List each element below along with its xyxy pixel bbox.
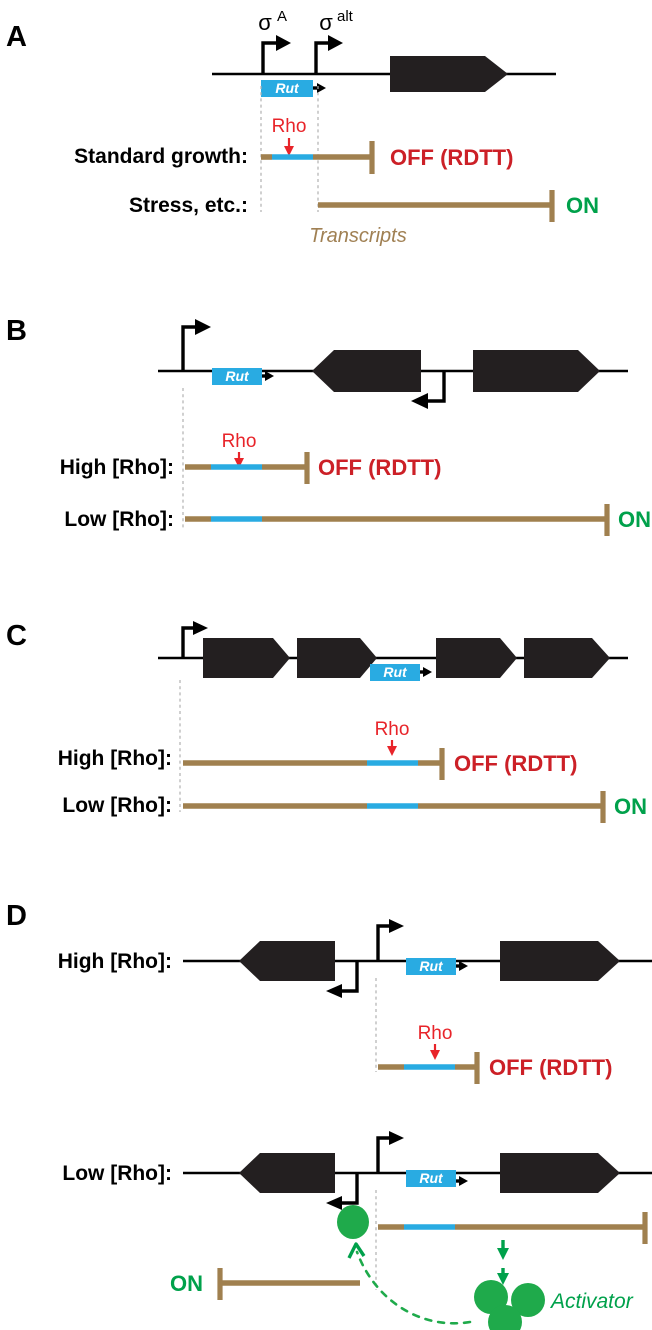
row-label-c-low-rho: Low [Rho]: xyxy=(62,794,172,817)
rut-label-d-high: Rut xyxy=(419,958,444,974)
sigma-alt-superscript: alt xyxy=(337,8,354,25)
rho-arrow-a xyxy=(284,138,294,156)
panel-c-row-low-rho: Low [Rho]: ON xyxy=(62,791,647,823)
rut-label-d-low: Rut xyxy=(419,1170,444,1186)
sigma-a-symbol: σ xyxy=(258,10,272,35)
activator-production-arrow-1 xyxy=(497,1240,509,1260)
panel-letter-d: D xyxy=(6,900,27,932)
promoter-label-sigma-a: σ A xyxy=(258,8,287,35)
panel-b-row-low-rho: Low [Rho]: ON xyxy=(64,504,651,536)
outcome-d-high-rho: OFF (RDTT) xyxy=(489,1055,612,1080)
panel-b: B Rut High [Rho]: Rho xyxy=(6,315,651,536)
panel-a-row-standard-growth: Standard growth: Rho OFF (RDTT) xyxy=(74,116,513,174)
gene-arrow-c-4 xyxy=(524,638,610,678)
panel-d-row-low-rho: Low [Rho]: Rut xyxy=(62,1131,652,1330)
rut-box-d-high xyxy=(406,958,456,975)
rho-label-b: Rho xyxy=(222,431,257,452)
outcome-c-high-rho: OFF (RDTT) xyxy=(454,751,577,776)
activator-feedback-arrow xyxy=(347,1242,472,1325)
row-label-standard-growth: Standard growth: xyxy=(74,145,248,168)
rut-label-a: Rut xyxy=(275,80,300,96)
gene-arrow-c-2 xyxy=(297,638,377,678)
gene-arrow-d-high-2 xyxy=(500,941,620,981)
row-label-d-low-rho: Low [Rho]: xyxy=(62,1162,172,1185)
rut-site-d-high: Rut xyxy=(406,958,468,975)
promoter-arrow-c-forward xyxy=(181,621,208,658)
gene-arrow-d-low-1 xyxy=(239,1153,335,1193)
row-label-b-low-rho: Low [Rho]: xyxy=(64,508,174,531)
row-label-b-high-rho: High [Rho]: xyxy=(60,456,174,479)
sigma-alt-symbol: σ xyxy=(319,10,333,35)
promoter-label-sigma-alt: σ alt xyxy=(319,8,353,35)
outcome-b-low-rho: ON xyxy=(618,507,651,532)
panel-d-row-high-rho: High [Rho]: Rut xyxy=(58,919,652,1084)
gene-arrow-d-low-2 xyxy=(500,1153,620,1193)
outcome-b-high-rho: OFF (RDTT) xyxy=(318,455,441,480)
sigma-a-superscript: A xyxy=(277,8,287,25)
rut-label-c: Rut xyxy=(383,664,408,680)
rut-box-a xyxy=(261,80,313,97)
activator-circle-2 xyxy=(511,1283,545,1317)
outcome-c-low-rho: ON xyxy=(614,794,647,819)
activator-circle-3 xyxy=(488,1305,522,1330)
panel-b-row-high-rho: High [Rho]: Rho OFF (RDTT) xyxy=(60,431,441,484)
gene-arrow-a-1 xyxy=(390,56,508,92)
panel-a: A σ A σ alt Rut xyxy=(6,8,599,247)
promoter-arrow-b-forward xyxy=(181,319,211,371)
row-label-stress: Stress, etc.: xyxy=(129,194,248,217)
gene-arrow-b-1 xyxy=(312,350,421,392)
gene-arrow-d-high-1 xyxy=(239,941,335,981)
promoter-arrow-d-high-reverse xyxy=(326,961,359,998)
activator-production-arrow-2 xyxy=(497,1268,509,1285)
activator-label: Activator xyxy=(549,1290,634,1313)
promoter-arrow-sigma-a xyxy=(261,35,291,74)
rut-box-d-low xyxy=(406,1170,456,1187)
rut-box-c xyxy=(370,664,420,681)
activator-circle-1 xyxy=(474,1280,508,1314)
rho-label-d-high: Rho xyxy=(418,1023,453,1044)
promoter-arrow-d-low-reverse xyxy=(326,1173,359,1210)
row-label-c-high-rho: High [Rho]: xyxy=(58,747,172,770)
promoter-arrow-d-high-forward xyxy=(376,919,404,961)
rho-label-c: Rho xyxy=(375,719,410,740)
activator-bound-circle xyxy=(337,1205,369,1239)
rut-site-b: Rut xyxy=(212,368,274,385)
rut-site-a: Rut xyxy=(261,80,326,97)
gene-arrow-c-3 xyxy=(436,638,517,678)
panel-letter-a: A xyxy=(6,21,27,53)
outcome-a-standard-growth: OFF (RDTT) xyxy=(390,145,513,170)
panel-letter-c: C xyxy=(6,620,27,652)
rho-arrow-b xyxy=(234,452,244,468)
rho-arrow-c xyxy=(387,740,397,756)
promoter-arrow-b-reverse xyxy=(411,371,446,409)
rho-label-a: Rho xyxy=(272,116,307,137)
outcome-d-low-rho: ON xyxy=(170,1271,203,1296)
panel-c-row-high-rho: High [Rho]: Rho OFF (RDTT) xyxy=(58,719,577,780)
gene-arrow-c-1 xyxy=(203,638,290,678)
rho-arrow-d-high xyxy=(430,1044,440,1060)
panel-c: C Rut High [Rho]: Rho xyxy=(6,620,647,823)
panel-a-row-stress: Stress, etc.: ON xyxy=(129,190,599,222)
rut-site-d-low: Rut xyxy=(406,1170,468,1187)
panel-d: D High [Rho]: Rut xyxy=(6,900,652,1330)
promoter-arrow-sigma-alt xyxy=(314,35,343,74)
transcripts-caption: Transcripts xyxy=(309,225,406,247)
rut-box-b xyxy=(212,368,262,385)
row-label-d-high-rho: High [Rho]: xyxy=(58,950,172,973)
panel-letter-b: B xyxy=(6,315,27,347)
promoter-arrow-d-low-forward xyxy=(376,1131,404,1173)
rut-site-c: Rut xyxy=(370,664,432,681)
outcome-a-stress: ON xyxy=(566,193,599,218)
gene-arrow-b-2 xyxy=(473,350,600,392)
rut-label-b: Rut xyxy=(225,368,250,384)
